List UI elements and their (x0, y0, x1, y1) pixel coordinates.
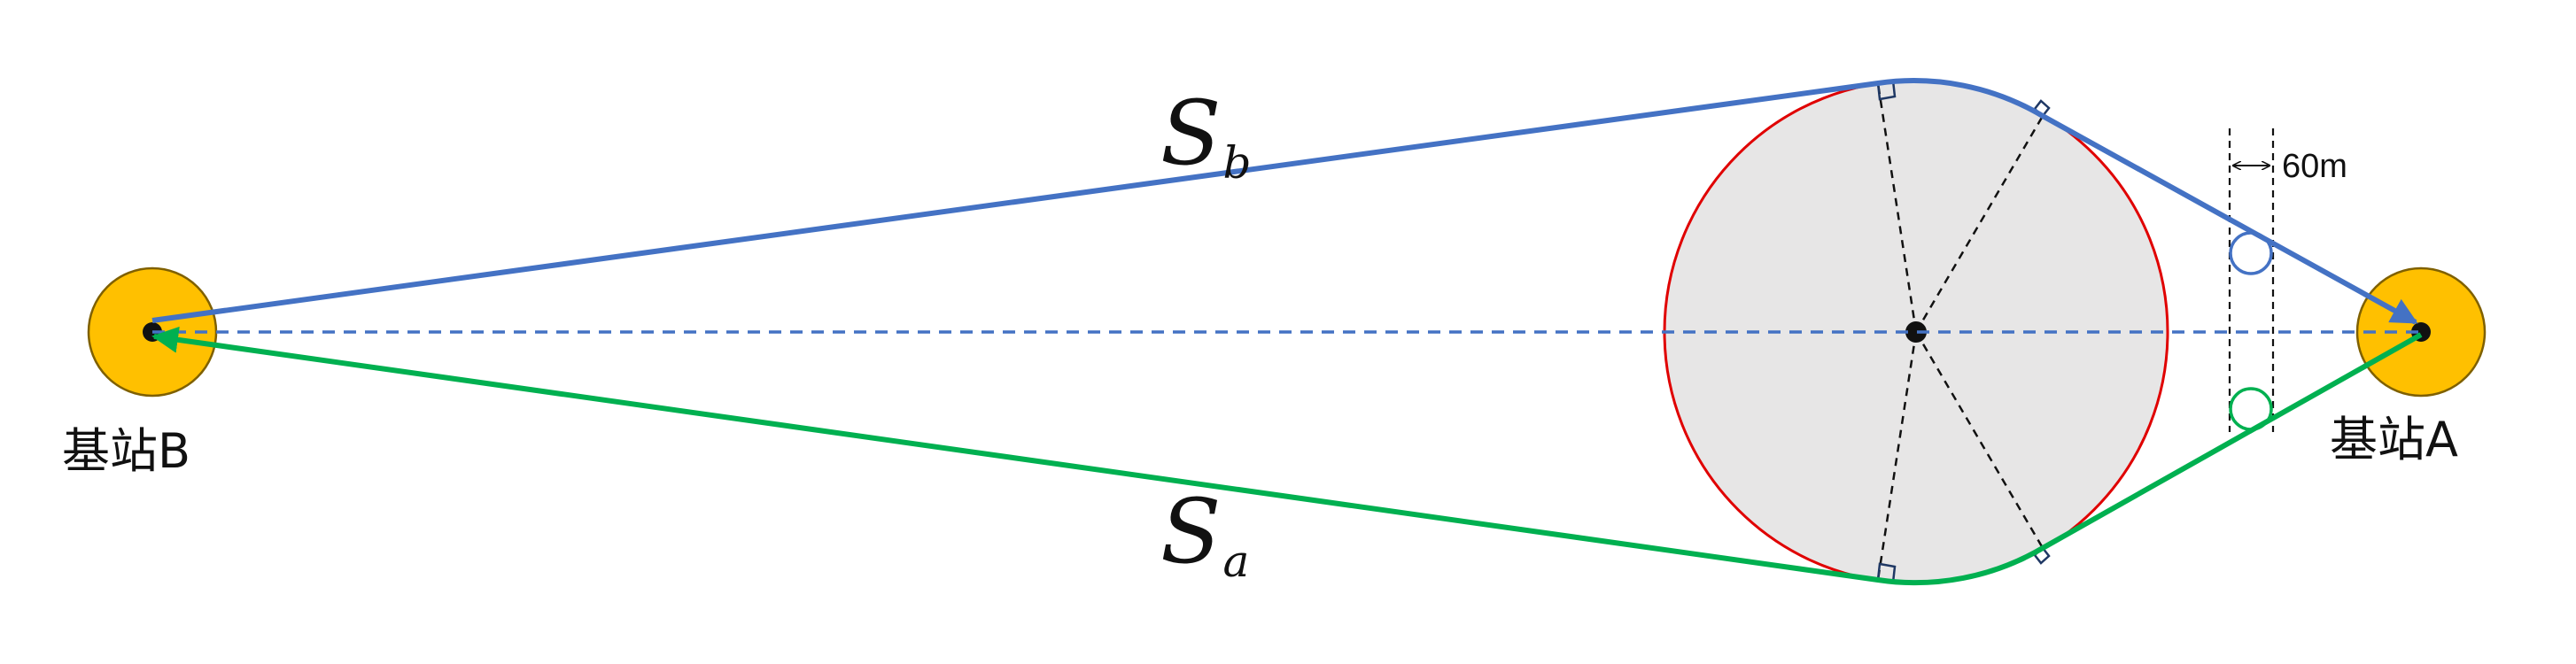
path-sb-label: Sb (1160, 81, 1252, 189)
station-b-label: 基站B (62, 423, 190, 479)
path-sb (151, 78, 2418, 325)
distance-label: 60m (2282, 148, 2347, 185)
path-sa-label: Sa (1160, 480, 1249, 587)
station-a-label: 基站A (2330, 412, 2458, 467)
obstacle-center (1905, 321, 1927, 343)
path-sa (151, 326, 2423, 586)
